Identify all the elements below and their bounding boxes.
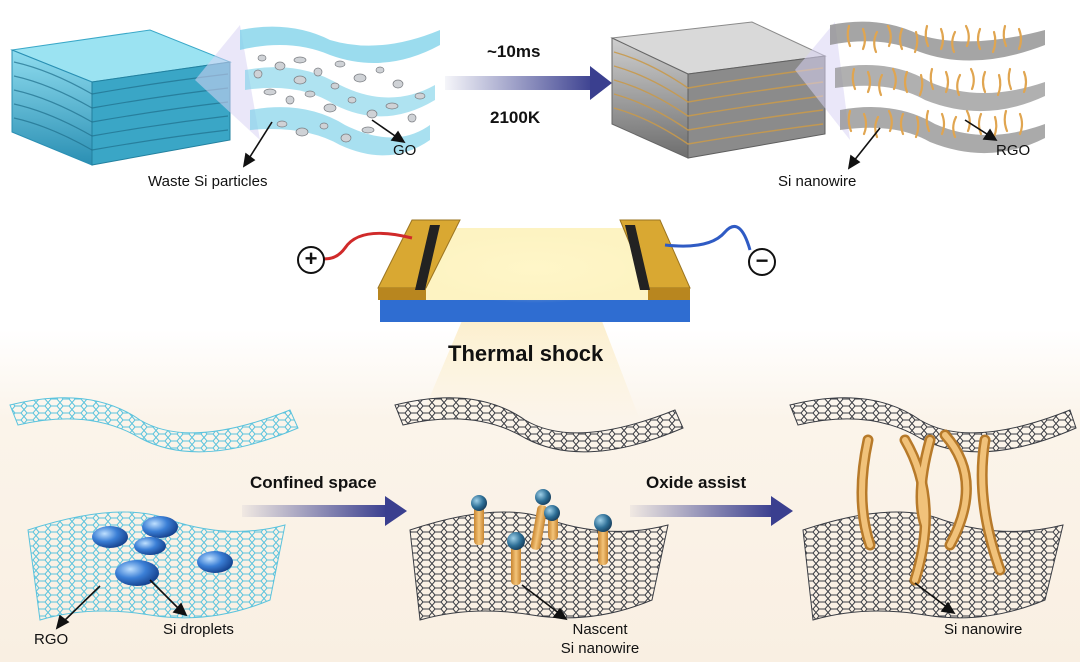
oxide-assist-arrow <box>630 496 793 526</box>
oxide-assist-label: Oxide assist <box>646 473 747 492</box>
top-nanowires <box>846 24 1028 139</box>
nascent-label-line1: Nascent <box>572 621 628 638</box>
time-label: ~10ms <box>487 42 541 61</box>
rgo-stack <box>610 21 827 159</box>
confined-space-arrow <box>242 496 407 526</box>
bottom-pointers <box>55 579 956 630</box>
go-zoom-cone <box>195 25 260 140</box>
go-label: GO <box>393 142 417 159</box>
nascent-label-line2: Si nanowire <box>560 640 640 657</box>
step3-top-sheet <box>789 397 1077 453</box>
waste-si-particles <box>253 54 426 143</box>
go-stack <box>10 29 232 166</box>
top-si-nanowire-label: Si nanowire <box>778 173 857 190</box>
bottom-rgo-label: RGO <box>34 631 69 648</box>
top-rgo-label: RGO <box>996 142 1031 159</box>
joule-heating-device <box>317 219 752 420</box>
bottom-si-nanowire-label: Si nanowire <box>944 621 1023 638</box>
step1-top-sheet <box>9 397 299 453</box>
rgo-layers-zoom <box>830 21 1045 154</box>
temperature-label: 2100K <box>490 108 541 127</box>
negative-terminal <box>748 248 776 276</box>
si-droplets-label: Si droplets <box>163 621 234 638</box>
si-droplets <box>92 516 233 586</box>
nascent-nanowires <box>471 489 612 585</box>
step2-top-sheet <box>394 397 684 453</box>
minus-symbol: − <box>755 248 769 273</box>
step3-bottom-sheet <box>802 511 1064 621</box>
waste-si-particles-label: Waste Si particles <box>148 173 268 190</box>
rgo-zoom-cone <box>795 22 850 140</box>
flash-arrow <box>445 66 612 100</box>
top-pointers <box>242 119 998 170</box>
plus-symbol: + <box>304 246 318 271</box>
thermal-shock-title: Thermal shock <box>448 341 604 366</box>
confined-space-label: Confined space <box>250 473 377 492</box>
positive-terminal <box>297 246 325 274</box>
grown-nanowires <box>856 429 1006 586</box>
